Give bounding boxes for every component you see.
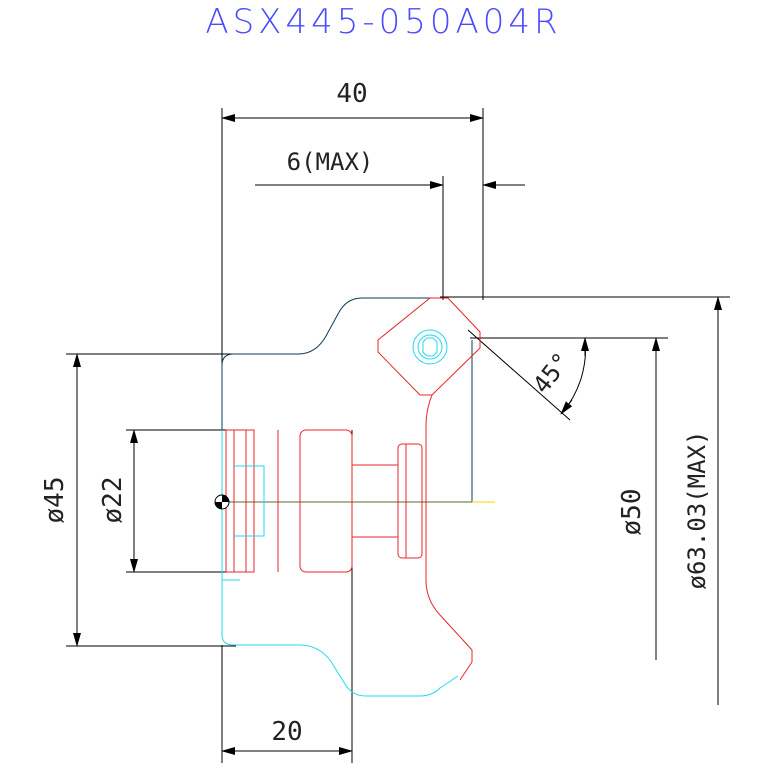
dimension-dia-50: ø50 (470, 337, 668, 660)
cutter-body-outline (221, 297, 438, 495)
dim-text-angle-45: 45° (527, 347, 576, 398)
dimension-dia-63: ø63.03(MAX) (440, 296, 730, 705)
dim-text-6-max: 6(MAX) (287, 148, 374, 176)
dimension-20: 20 (221, 430, 353, 763)
dimension-angle-45: 45° (467, 329, 589, 421)
dim-text-40: 40 (336, 79, 367, 109)
dimension-6-max: 6(MAX) (255, 148, 525, 300)
insert-outline (377, 297, 481, 396)
drawing-title: ASX445-050A04R (205, 2, 562, 42)
insert-screw (412, 329, 448, 365)
dimension-dia-22: ø22 (98, 429, 236, 573)
dim-text-dia-63: ø63.03(MAX) (683, 431, 711, 590)
dim-text-20: 20 (271, 717, 302, 747)
dim-text-dia-50: ø50 (617, 489, 647, 536)
center-marker (214, 494, 230, 510)
dimension-dia-45: ø45 (40, 353, 236, 647)
dim-text-dia-45: ø45 (40, 477, 70, 524)
dim-text-dia-22: ø22 (98, 477, 128, 524)
arbor-shank (225, 394, 473, 681)
cutter-body-lower (221, 502, 459, 697)
